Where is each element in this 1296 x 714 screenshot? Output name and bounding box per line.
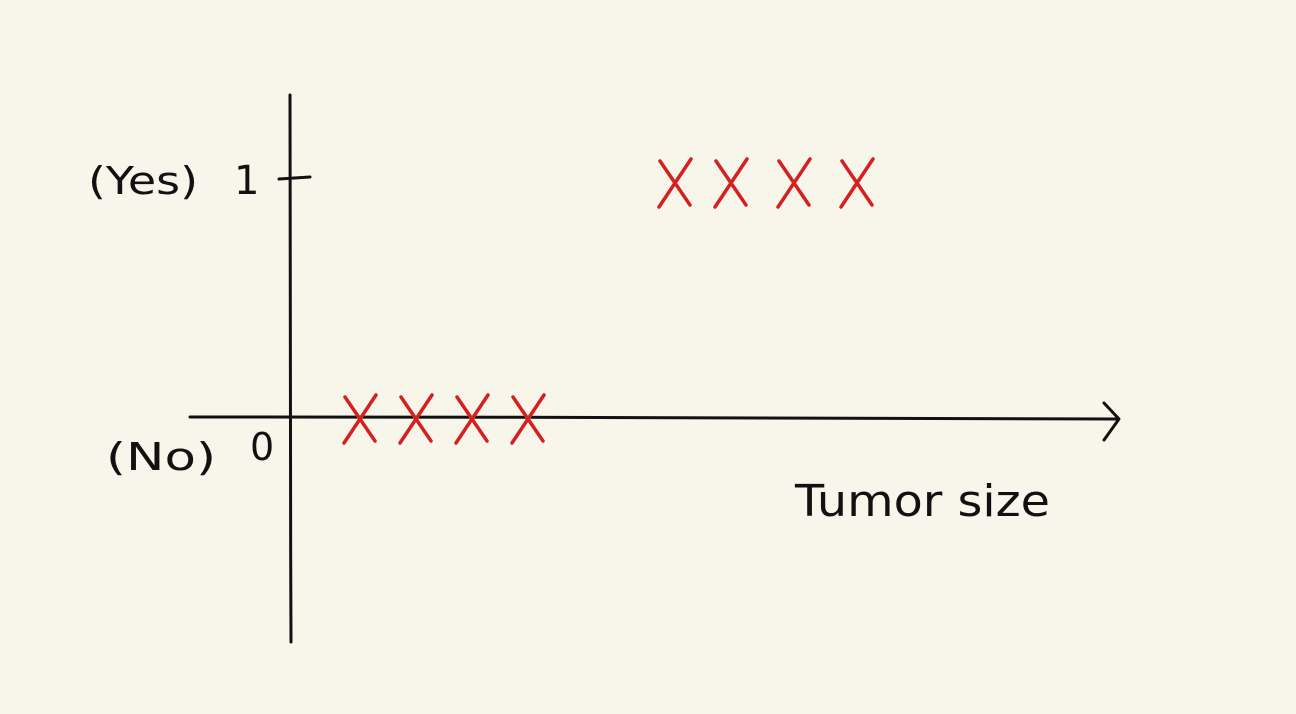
scatter-point-4 — [510, 393, 546, 445]
scatter-point-7 — [776, 157, 812, 209]
y-tick-label-0: 0 — [250, 425, 274, 469]
x-axis-line — [188, 415, 1120, 421]
x-axis-label: Tumor size — [794, 476, 1050, 527]
scatter-point-2 — [398, 393, 434, 445]
y-axis-line — [288, 93, 293, 644]
y-tick-category-yes: (Yes) — [88, 159, 198, 203]
scatter-point-1 — [342, 393, 378, 445]
scatter-markers — [342, 157, 875, 445]
y-tick-label-1: 1 — [234, 158, 259, 204]
scatter-point-5 — [657, 157, 693, 209]
scatter-point-3 — [454, 393, 490, 445]
scatter-point-6 — [713, 157, 749, 209]
x-axis-arrowhead — [1102, 401, 1121, 442]
y-tick-1 — [277, 175, 312, 181]
scatter-point-8 — [839, 157, 875, 209]
y-tick-category-no: (No) — [106, 435, 216, 479]
